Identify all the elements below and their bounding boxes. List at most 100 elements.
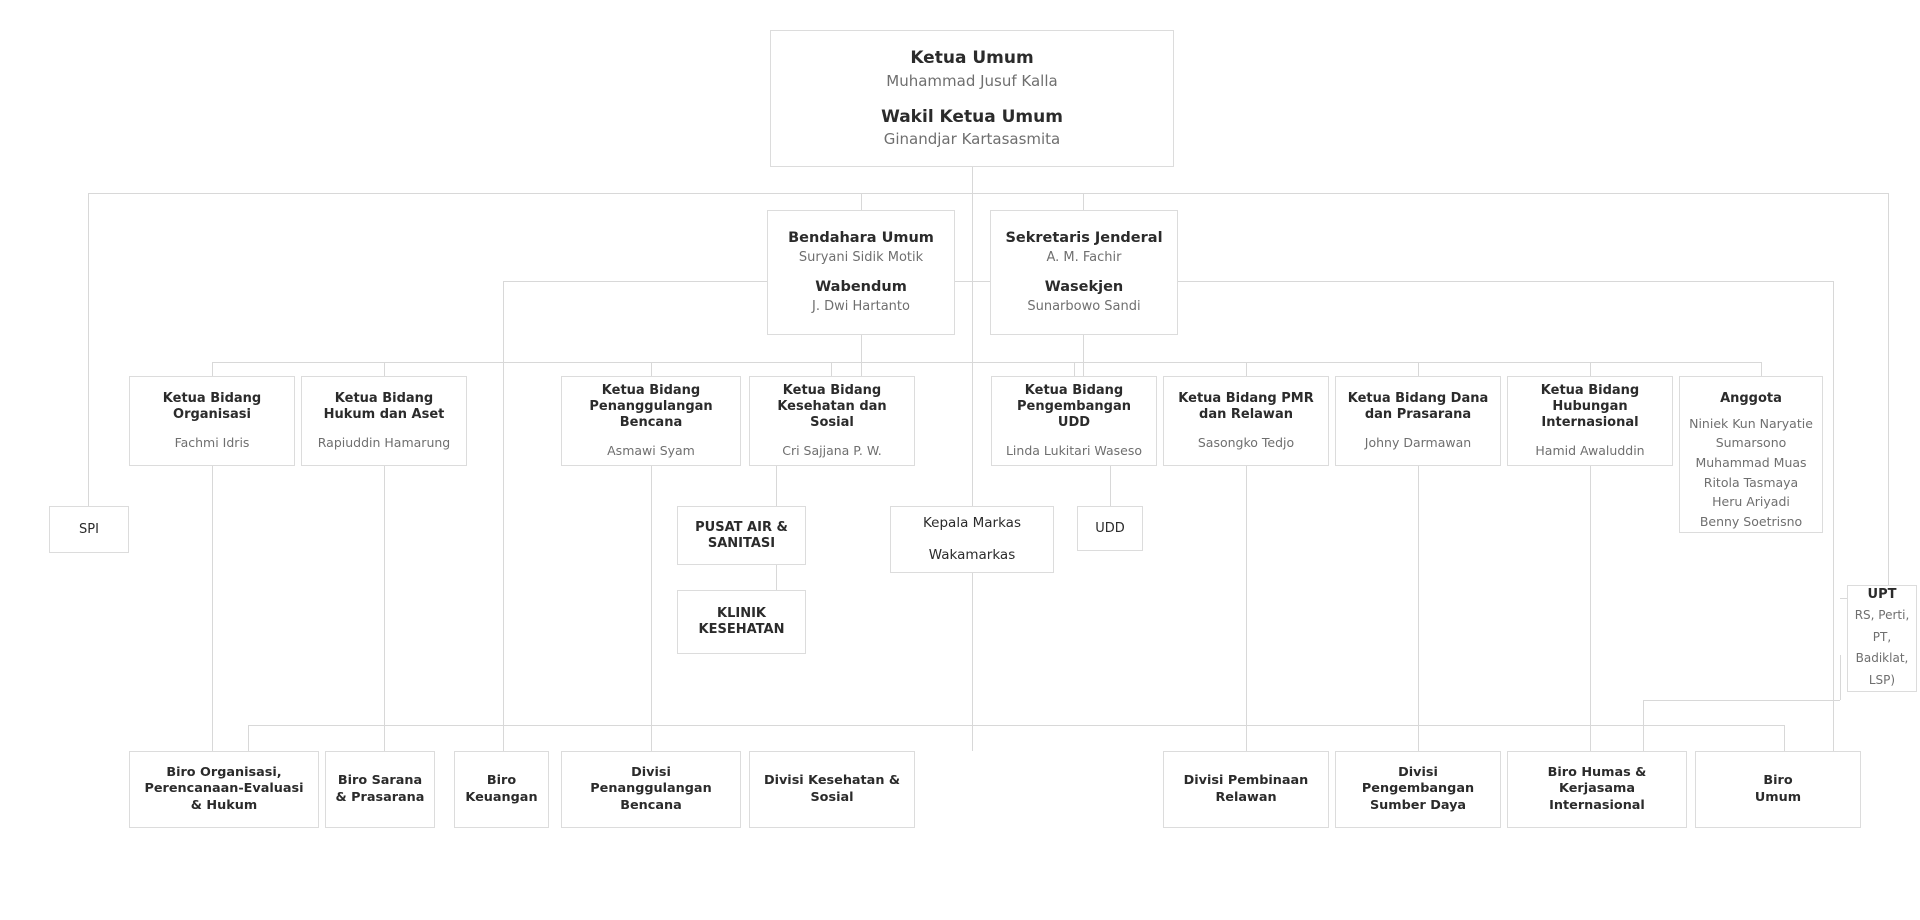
bottom-5-line-1: Divisi Kesehatan & xyxy=(763,772,901,788)
spi-label: SPI xyxy=(79,521,99,537)
node-biro-humas-kerjasama-internasional[interactable]: Biro Humas & Kerjasama Internasional xyxy=(1507,751,1687,828)
node-upt[interactable]: UPT RS, Perti, PT, Badiklat, LSP) xyxy=(1847,585,1917,692)
markas-line-2: Wakamarkas xyxy=(928,546,1016,563)
connector-bidang-9 xyxy=(1761,362,1762,376)
upt-line-3: Badiklat, xyxy=(1855,651,1909,666)
bottom-1-line-1: Biro Organisasi, xyxy=(166,764,282,780)
node-udd[interactable]: UDD xyxy=(1077,506,1143,551)
bidang-8-line-2: Hubungan Internasional xyxy=(1541,399,1639,431)
node-bendahara-umum[interactable]: Bendahara Umum Suryani Sidik Motik Waben… xyxy=(767,210,955,335)
connector-bendahara-up xyxy=(861,193,862,210)
bendahara-name-1: Suryani Sidik Motik xyxy=(798,249,924,265)
node-kepala-markas[interactable]: Kepala Markas Wakamarkas xyxy=(890,506,1054,573)
connector-bidang-5 xyxy=(1074,362,1075,376)
bottom-2-line-2: & Prasarana xyxy=(335,789,425,805)
connector-hukum-down xyxy=(384,466,385,751)
pusat-air-line-2: SANITASI xyxy=(707,535,776,551)
root-title-2: Wakil Ketua Umum xyxy=(881,106,1063,127)
anggota-member-6: Benny Soetrisno xyxy=(1699,513,1803,529)
bottom-3-line-1: Biro xyxy=(486,772,517,788)
node-ketua-umum[interactable]: Ketua Umum Muhammad Jusuf Kalla Wakil Ke… xyxy=(770,30,1174,167)
node-biro-umum[interactable]: Biro Umum xyxy=(1695,751,1861,828)
connector-markas-up xyxy=(972,193,973,506)
bidang-3-line-1: Ketua Bidang xyxy=(601,383,701,399)
markas-line-1: Kepala Markas xyxy=(922,515,1021,532)
node-divisi-pembinaan-relawan[interactable]: Divisi Pembinaan Relawan xyxy=(1163,751,1329,828)
bendahara-title-2: Wabendum xyxy=(815,279,907,295)
bendahara-title-1: Bendahara Umum xyxy=(788,230,934,247)
bidang-7-name: Johny Darmawan xyxy=(1364,435,1472,451)
connector-root-down xyxy=(972,167,973,193)
node-bidang-pmr-dan-relawan[interactable]: Ketua Bidang PMR dan Relawan Sasongko Te… xyxy=(1163,376,1329,466)
connector-upt-right-bus xyxy=(1643,700,1840,701)
bidang-2-line-1: Ketua Bidang xyxy=(334,391,434,407)
bottom-9-line-2: Umum xyxy=(1754,789,1802,805)
node-biro-keuangan[interactable]: Biro Keuangan xyxy=(454,751,549,828)
bidang-4-name: Cri Sajjana P. W. xyxy=(782,442,882,458)
node-bidang-dana-dan-prasarana[interactable]: Ketua Bidang Dana dan Prasarana Johny Da… xyxy=(1335,376,1501,466)
node-biro-organisasi[interactable]: Biro Organisasi, Perencanaan-Evaluasi & … xyxy=(129,751,319,828)
connector-bencana-down xyxy=(651,466,652,751)
node-pusat-air-sanitasi[interactable]: PUSAT AIR & SANITASI xyxy=(677,506,806,565)
anggota-member-3: Muhammad Muas xyxy=(1695,455,1807,471)
bidang-1-line-2: Organisasi xyxy=(173,407,251,423)
node-sekretaris-jenderal[interactable]: Sekretaris Jenderal A. M. Fachir Wasekje… xyxy=(990,210,1178,335)
node-divisi-pengembangan-sumber-daya[interactable]: Divisi Pengembangan Sumber Daya xyxy=(1335,751,1501,828)
bidang-7-line-2: dan Prasarana xyxy=(1364,407,1472,423)
bidang-8-line-1: Ketua Bidang xyxy=(1540,383,1640,399)
node-anggota[interactable]: Anggota Niniek Kun Naryatie Sumarsono Mu… xyxy=(1679,376,1823,533)
node-klinik-kesehatan[interactable]: KLINIK KESEHATAN xyxy=(677,590,806,654)
bottom-4-line-2: Bencana xyxy=(620,797,682,813)
bottom-8-line-2: Internasional xyxy=(1549,797,1645,813)
klinik-line-2: KESEHATAN xyxy=(698,622,785,637)
root-name-2: Ginandjar Kartasasmita xyxy=(883,130,1061,149)
klinik-line-1: KLINIK xyxy=(717,606,766,622)
anggota-member-5: Heru Ariyadi xyxy=(1712,494,1790,510)
bottom-5-line-2: Sosial xyxy=(810,789,854,805)
bidang-5-name: Linda Lukitari Waseso xyxy=(1005,442,1143,458)
node-divisi-kesehatan-sosial[interactable]: Divisi Kesehatan & Sosial xyxy=(749,751,915,828)
node-bidang-hukum-dan-aset[interactable]: Ketua Bidang Hukum dan Aset Rapiuddin Ha… xyxy=(301,376,467,466)
anggota-member-2: Sumarsono xyxy=(1715,435,1787,451)
connector-bus-right-drop xyxy=(1888,193,1889,598)
node-spi[interactable]: SPI xyxy=(49,506,129,553)
bottom-1-line-3: & Hukum xyxy=(190,797,258,813)
sekjen-name-1: A. M. Fachir xyxy=(1046,249,1122,265)
node-bidang-organisasi[interactable]: Ketua Bidang Organisasi Fachmi Idris xyxy=(129,376,295,466)
connector-bidang-6 xyxy=(1246,362,1247,376)
connector-bidang-8 xyxy=(1590,362,1591,376)
node-bidang-hubungan-internasional[interactable]: Ketua Bidang Hubungan Internasional Hami… xyxy=(1507,376,1673,466)
bottom-6-line-1: Divisi Pembinaan xyxy=(1183,772,1309,788)
bidang-3-name: Asmawi Syam xyxy=(607,442,695,458)
connector-pmr-down xyxy=(1246,466,1247,751)
bidang-1-name: Fachmi Idris xyxy=(174,435,250,451)
node-bidang-penanggulangan-bencana[interactable]: Ketua Bidang Penanggulangan Bencana Asma… xyxy=(561,376,741,466)
connector-bottom-bus xyxy=(248,725,1784,726)
root-title-1: Ketua Umum xyxy=(910,48,1034,69)
node-bidang-pengembangan-udd[interactable]: Ketua Bidang Pengembangan UDD Linda Luki… xyxy=(991,376,1157,466)
upt-title: UPT xyxy=(1867,587,1897,603)
anggota-member-4: Ritola Tasmaya xyxy=(1703,474,1799,490)
connector-dana-down xyxy=(1418,466,1419,751)
udd-label: UDD xyxy=(1095,520,1125,536)
node-divisi-penanggulangan-bencana[interactable]: Divisi Penanggulangan Bencana xyxy=(561,751,741,828)
bidang-4-line-1: Ketua Bidang xyxy=(782,383,882,399)
bottom-6-line-2: Relawan xyxy=(1215,789,1277,805)
node-biro-sarana-prasarana[interactable]: Biro Sarana & Prasarana xyxy=(325,751,435,828)
connector-bidang-3 xyxy=(651,362,652,376)
bidang-6-line-1: Ketua Bidang PMR xyxy=(1178,391,1314,407)
anggota-member-1: Niniek Kun Naryatie xyxy=(1689,415,1813,431)
connector-markas-down xyxy=(972,573,973,751)
node-bidang-kesehatan-dan-sosial[interactable]: Ketua Bidang Kesehatan dan Sosial Cri Sa… xyxy=(749,376,915,466)
bottom-9-line-1: Biro xyxy=(1763,772,1793,788)
bidang-7-line-1: Ketua Bidang Dana xyxy=(1347,391,1489,407)
bidang-4-line-2: Kesehatan dan Sosial xyxy=(777,399,887,431)
connector-sekjen-up xyxy=(1083,193,1084,210)
connector-units-spine xyxy=(776,506,777,631)
bidang-6-line-2: dan Relawan xyxy=(1199,407,1293,423)
sekjen-name-2: Sunarbowo Sandi xyxy=(1027,298,1141,314)
sekjen-title-1: Sekretaris Jenderal xyxy=(1005,230,1163,247)
connector-upt-stem xyxy=(1840,655,1841,700)
connector-main-bus xyxy=(88,193,1888,194)
